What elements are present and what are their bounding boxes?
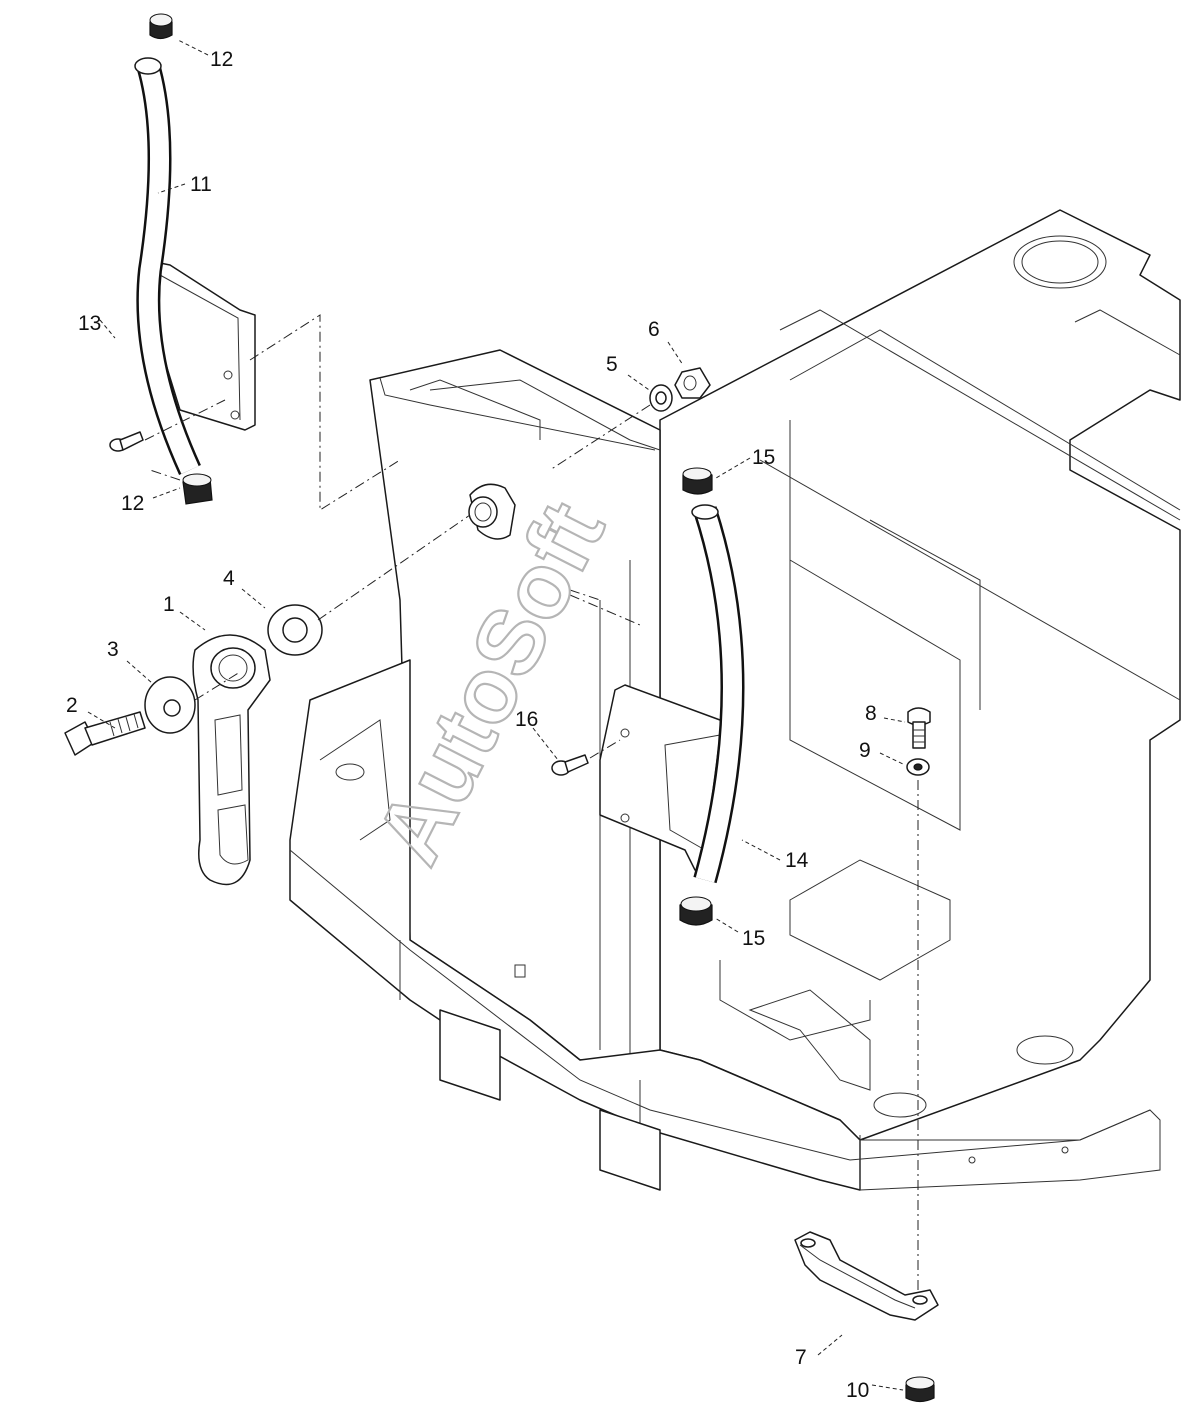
callout-15b: 15 bbox=[742, 927, 765, 950]
callout-10: 10 bbox=[846, 1379, 869, 1402]
callout-13: 13 bbox=[78, 312, 101, 335]
bolt-2 bbox=[64, 711, 146, 756]
bushing-left bbox=[468, 483, 516, 540]
callout-16: 16 bbox=[515, 708, 538, 731]
tow-link-assembly bbox=[64, 483, 516, 886]
nut-6 bbox=[674, 367, 711, 399]
callout-3: 3 bbox=[107, 638, 119, 661]
callout-numbers: 1 2 3 4 5 6 7 8 9 10 11 12 12 13 14 15 1… bbox=[66, 48, 877, 1402]
screw-16 bbox=[551, 754, 589, 776]
callout-7: 7 bbox=[795, 1346, 807, 1369]
callout-2: 2 bbox=[66, 694, 78, 717]
step-handle-assembly bbox=[794, 707, 939, 1403]
front-hose-assembly bbox=[549, 367, 745, 926]
cap-10 bbox=[905, 1376, 935, 1403]
callout-12a: 12 bbox=[210, 48, 233, 71]
callout-6: 6 bbox=[648, 318, 660, 341]
bolt-8 bbox=[907, 707, 931, 749]
callout-leaders bbox=[87, 39, 906, 1391]
callout-14: 14 bbox=[785, 849, 809, 872]
main-frame bbox=[289, 209, 1181, 1191]
washer-3 bbox=[144, 676, 196, 734]
washer-9 bbox=[906, 758, 930, 776]
callout-8: 8 bbox=[865, 702, 877, 725]
callout-1: 1 bbox=[163, 593, 175, 616]
callout-11: 11 bbox=[190, 173, 212, 196]
washer-4 bbox=[267, 604, 323, 656]
callout-5: 5 bbox=[606, 353, 618, 376]
screw-13 bbox=[109, 431, 144, 452]
callout-4: 4 bbox=[223, 567, 235, 590]
upper-left-hose-assembly bbox=[109, 13, 401, 511]
callout-15a: 15 bbox=[752, 446, 775, 469]
handle-7 bbox=[794, 1231, 939, 1321]
callout-12b: 12 bbox=[121, 492, 144, 515]
link-1 bbox=[192, 634, 271, 886]
callout-9: 9 bbox=[859, 739, 871, 762]
washer-5 bbox=[649, 384, 673, 412]
